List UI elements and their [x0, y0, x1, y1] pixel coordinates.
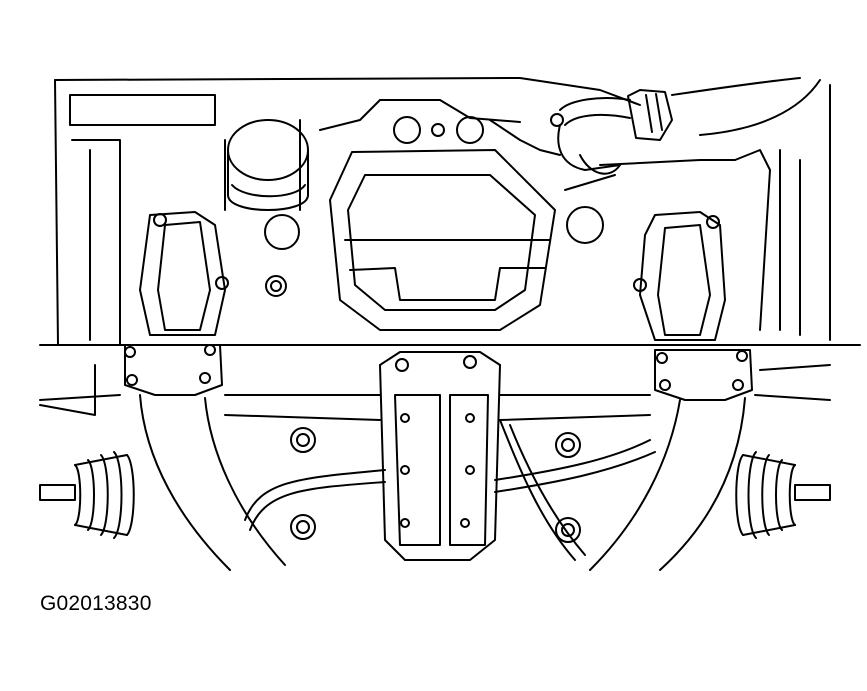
right-steering-boot — [735, 451, 831, 539]
left-steering-boot — [39, 451, 135, 539]
round-plugs — [264, 113, 604, 250]
center-bracket — [379, 351, 501, 561]
right-exhaust-pipe — [589, 211, 753, 571]
figure-id-label: G02013830 — [40, 592, 152, 615]
engine-block — [54, 77, 831, 346]
oil-pan — [329, 149, 556, 331]
mount-bolts — [265, 275, 581, 543]
left-exhaust-pipe — [124, 211, 286, 571]
fluid-lines — [244, 419, 656, 561]
oil-filter — [227, 119, 309, 211]
intake-hose — [557, 77, 801, 191]
crossmember — [39, 344, 861, 421]
